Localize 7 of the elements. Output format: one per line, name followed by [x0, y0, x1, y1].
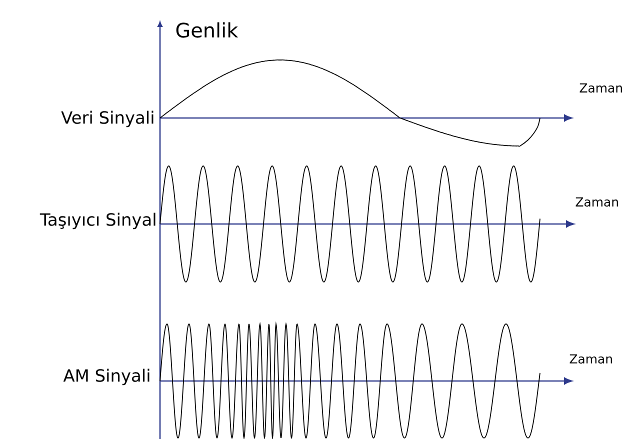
axis-label: Zaman: [580, 83, 622, 93]
axis-label: Genlik: [176, 22, 238, 38]
signal-label: Veri Sinyali: [61, 110, 154, 128]
axis-label: Zaman: [576, 197, 618, 207]
axis-label: Zaman: [570, 354, 612, 364]
signal-label: Taşıyıcı Sinyal: [40, 212, 156, 230]
signal-label: AM Sinyali: [63, 368, 150, 386]
